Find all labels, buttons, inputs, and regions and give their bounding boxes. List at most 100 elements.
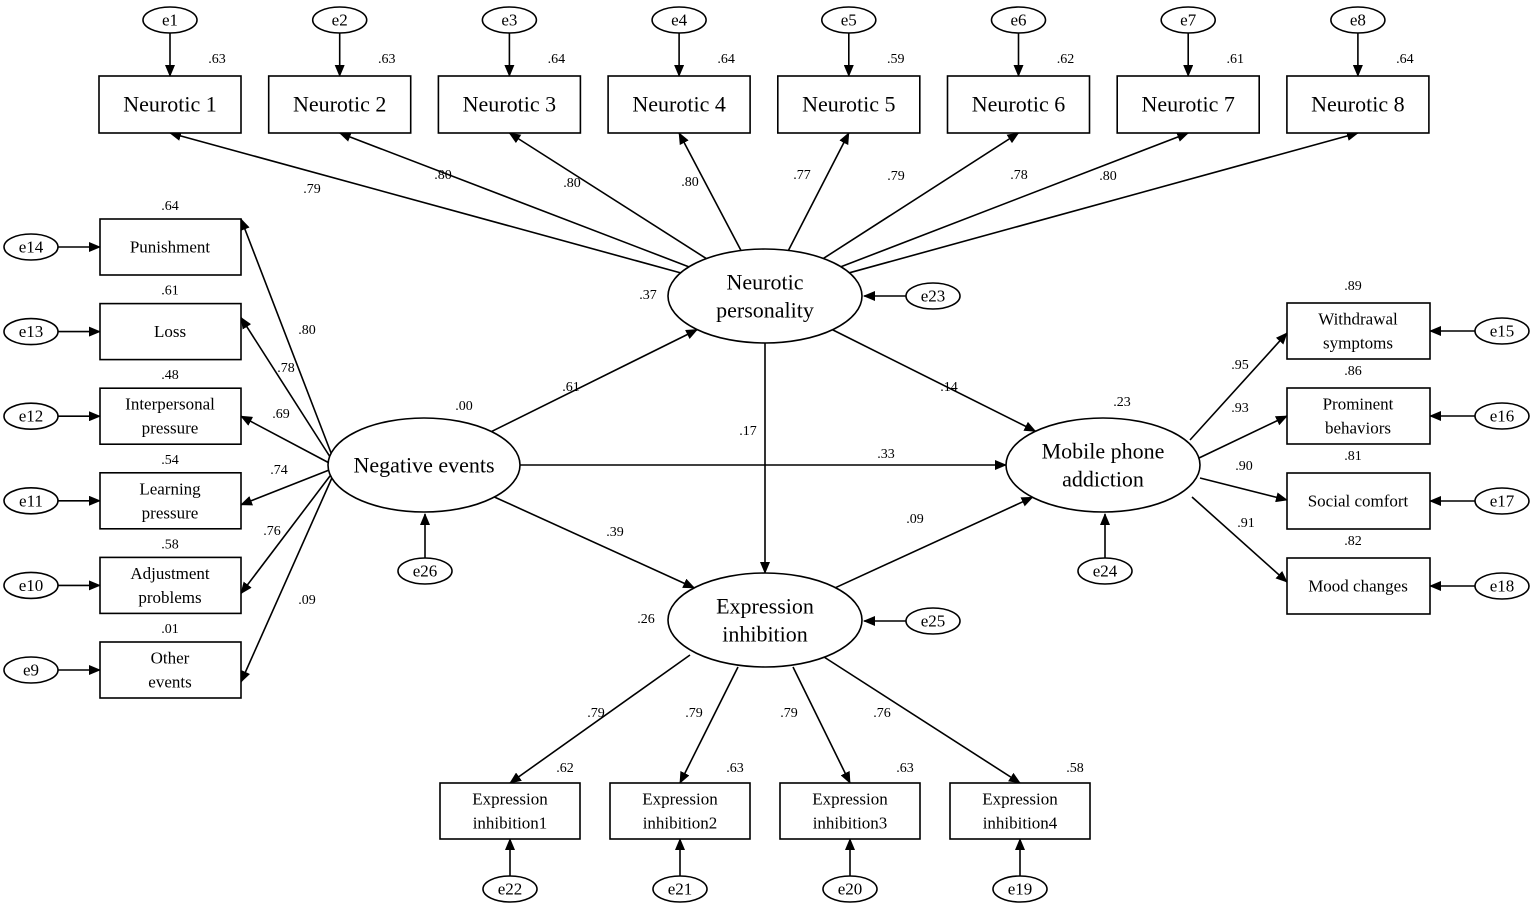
indicator-label: Withdrawal [1318, 310, 1398, 329]
error-term [1160, 6, 1216, 34]
loading-coef: .79 [303, 182, 321, 197]
indicator-r2: .61 [161, 284, 179, 299]
indicator-label: Neurotic 1 [123, 92, 216, 117]
error-term-label: e6 [1010, 11, 1026, 30]
indicator-r2: .64 [717, 52, 735, 67]
indicator-r2: .82 [1344, 534, 1362, 549]
indicator-label: Neurotic 3 [463, 92, 556, 117]
indicator-box [779, 782, 921, 840]
indicator-label: Social comfort [1308, 492, 1409, 511]
loading-path [678, 132, 742, 251]
path-neg-mob-coef: .33 [877, 447, 895, 462]
error-term-label: e12 [19, 407, 44, 426]
path-neg-neur [491, 328, 699, 433]
path-neg-expr-coef: .39 [606, 525, 624, 540]
latent-mob-label: Mobile phone [1042, 439, 1165, 464]
indicator-box [1116, 75, 1260, 134]
loading-path [508, 132, 707, 260]
latent-neur-label: Neurotic [727, 270, 804, 295]
indicator-label: inhibition4 [983, 814, 1058, 833]
indicator-box [1286, 302, 1431, 360]
indicator-label: Expression [642, 790, 718, 809]
error-term-label: e3 [501, 11, 517, 30]
indicator-r2: .63 [208, 52, 226, 67]
loading-coef: .79 [685, 706, 703, 721]
error-term-label: e4 [671, 11, 688, 30]
loading-path [240, 467, 334, 506]
error-term [1474, 317, 1530, 345]
error-term [1330, 6, 1386, 34]
error-term-label: e14 [19, 238, 44, 257]
indicator-r2: .63 [896, 761, 914, 776]
loading-coef: .95 [1231, 358, 1249, 373]
error-term [311, 6, 368, 34]
error-term-label: e5 [841, 11, 857, 30]
error-term-label: e19 [1008, 880, 1033, 899]
error-term [482, 875, 538, 903]
path-neur-mob [832, 329, 1037, 432]
error-term [1474, 487, 1530, 515]
indicator-label: Neurotic 2 [293, 92, 386, 117]
indicator-r2: .64 [1396, 52, 1414, 67]
loading-coef: .90 [1235, 459, 1253, 474]
indicator-box [99, 556, 242, 615]
indicator-label: Prominent [1323, 395, 1394, 414]
loading-coef: .93 [1231, 401, 1249, 416]
indicator-r2: .58 [161, 537, 179, 552]
loading-path [1191, 496, 1288, 583]
error-term-label: e16 [1490, 407, 1515, 426]
indicator-label: Neurotic 6 [972, 92, 1065, 117]
loading-coef: .76 [873, 706, 891, 721]
error-term-label: e9 [23, 661, 39, 680]
error-term-label: e13 [19, 322, 44, 341]
loading-path [823, 656, 1021, 784]
error-term-label: e11 [19, 491, 43, 510]
indicator-label: events [148, 673, 191, 692]
indicator-box [99, 471, 242, 530]
indicator-label: Neurotic 7 [1141, 92, 1234, 117]
loading-coef: .74 [270, 463, 288, 478]
loading-coef: .80 [434, 168, 452, 183]
error-term [1077, 557, 1133, 585]
error-term [652, 875, 708, 903]
error-term [990, 6, 1047, 34]
loading-coef: .80 [563, 176, 581, 191]
indicator-label: Other [151, 649, 190, 668]
r2-mobile-addiction: .23 [1113, 395, 1131, 410]
loading-coef: .79 [887, 169, 905, 184]
indicator-label: Learning [139, 479, 201, 498]
latent-expr-label: Expression [716, 594, 814, 619]
indicator-r2: .62 [556, 761, 574, 776]
error-term [3, 402, 59, 431]
loading-path [1198, 415, 1288, 459]
indicator-label: Adjustment [130, 564, 210, 583]
error-term [3, 571, 59, 600]
indicator-label: pressure [142, 419, 199, 438]
loading-path [240, 316, 334, 462]
r2-negative-events: .00 [455, 399, 473, 414]
loading-path [338, 132, 690, 268]
indicator-label: inhibition2 [643, 814, 718, 833]
loading-path [679, 666, 739, 784]
indicator-label: Neurotic 5 [802, 92, 895, 117]
indicator-r2: .81 [1344, 449, 1362, 464]
loading-path [240, 471, 334, 595]
loading-coef: .79 [780, 706, 798, 721]
error-term-label: e23 [921, 287, 946, 306]
loading-path [169, 131, 681, 274]
r2-expression-inhibition: .26 [637, 612, 655, 627]
error-term [651, 6, 707, 34]
loading-coef: .80 [1099, 169, 1117, 184]
loading-path [840, 132, 1190, 268]
indicator-label: Expression [812, 790, 888, 809]
loading-coef: .78 [277, 361, 295, 376]
indicator-label: symptoms [1323, 334, 1393, 353]
error-term-label: e20 [838, 880, 863, 899]
indicator-box [99, 387, 242, 446]
indicator-label: Neurotic 8 [1311, 92, 1404, 117]
error-term-label: e10 [19, 576, 44, 595]
error-term-label: e8 [1350, 11, 1366, 30]
indicator-box [946, 75, 1091, 134]
indicator-box [99, 218, 242, 276]
